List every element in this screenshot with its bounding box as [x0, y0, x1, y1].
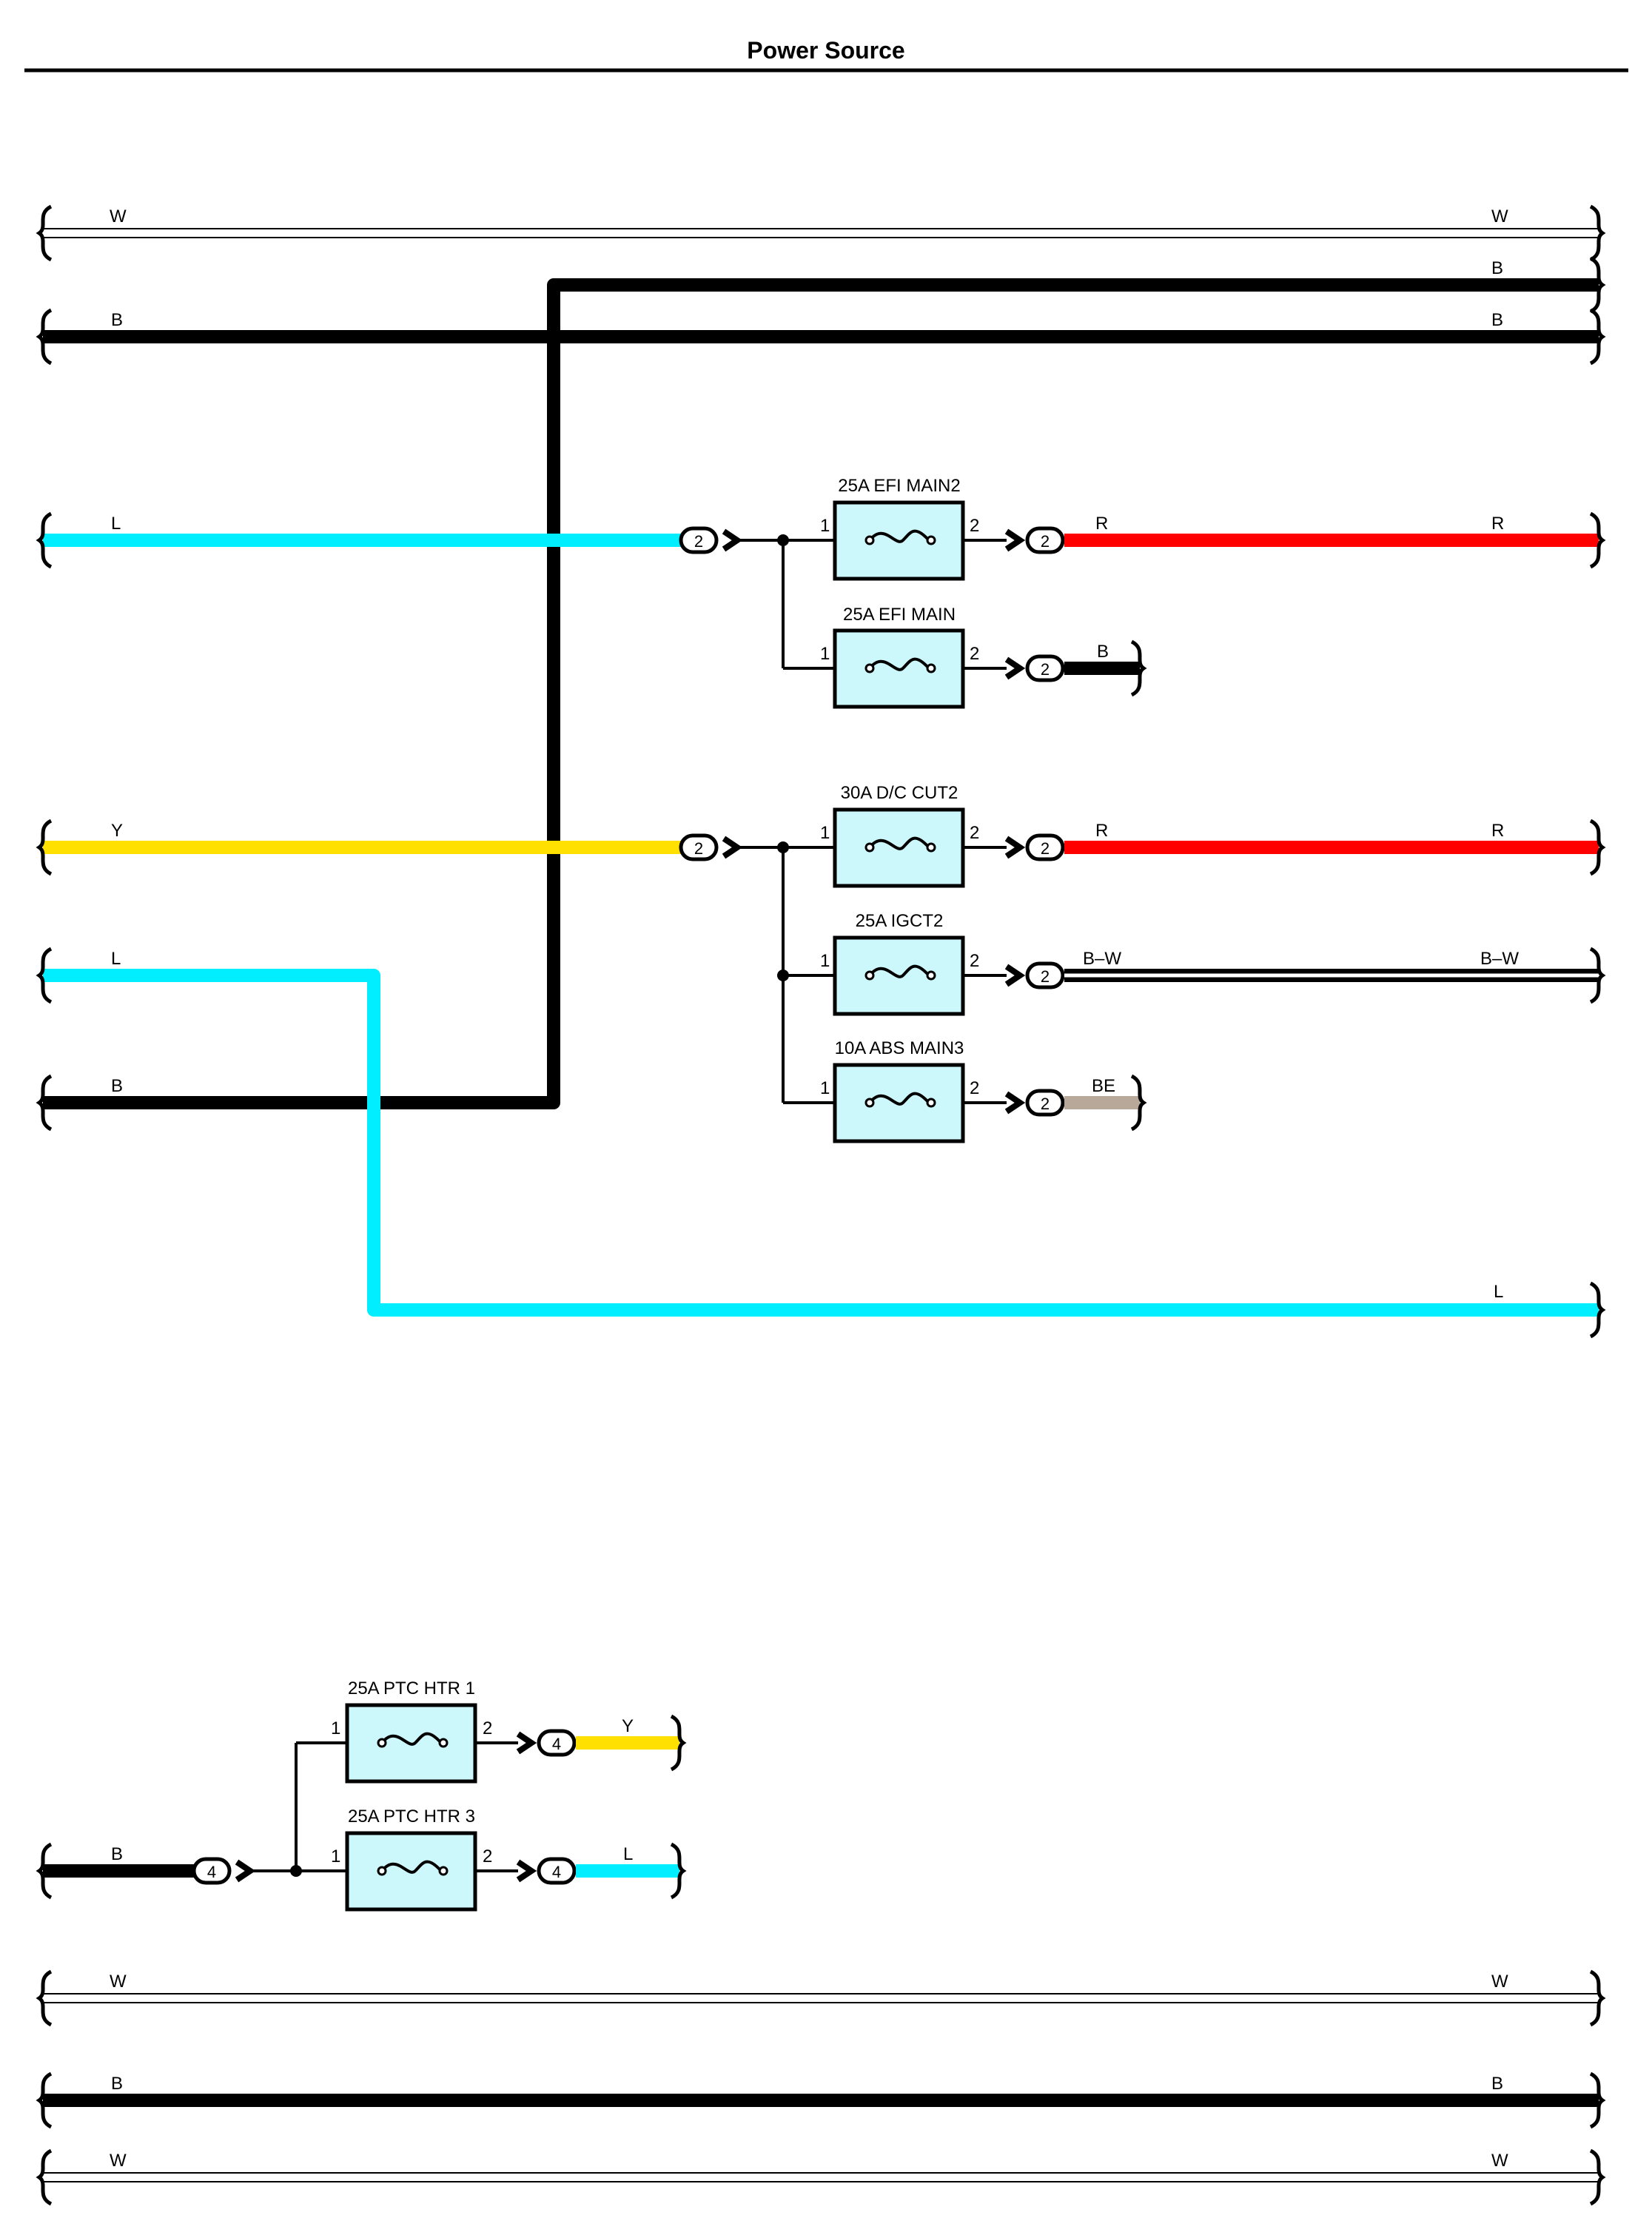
svg-text:2: 2 — [970, 951, 979, 971]
svg-text:4: 4 — [552, 1735, 561, 1753]
svg-text:2: 2 — [1041, 532, 1050, 551]
connector-r2-out: 2 — [1004, 833, 1065, 861]
page-title: Power Source — [747, 37, 905, 64]
svg-text:1: 1 — [820, 516, 830, 536]
svg-text:4: 4 — [207, 1863, 216, 1881]
wire-label: B — [111, 1844, 123, 1864]
wire-label: B — [1491, 258, 1503, 278]
svg-text:2: 2 — [483, 1718, 492, 1738]
wire-label: B — [1097, 642, 1109, 662]
connector-bw-out: 2 — [1004, 961, 1065, 989]
svg-text:2: 2 — [970, 644, 979, 664]
wire-label: B — [111, 1076, 123, 1096]
connector-ptcy-out: 4 — [516, 1729, 577, 1757]
wire-label: B — [111, 2074, 123, 2094]
fuse-ptc-htr1: 25A PTC HTR 1 1 2 — [331, 1678, 492, 1784]
fuse-abs-main3: 10A ABS MAIN3 1 2 — [820, 1038, 979, 1143]
wire-label: W — [110, 206, 127, 226]
connector-ptc-in: 4 — [192, 1857, 256, 1885]
wire-label: L — [111, 514, 121, 534]
wire-label: L — [1494, 1282, 1503, 1302]
svg-text:2: 2 — [1041, 967, 1050, 986]
wire-label: R — [1095, 514, 1108, 534]
wire-label: B — [1491, 310, 1503, 330]
svg-text:30A D/C CUT2: 30A D/C CUT2 — [841, 783, 958, 803]
wire-label: R — [1491, 514, 1504, 534]
wire-label: Y — [111, 821, 123, 841]
svg-text:25A EFI MAIN: 25A EFI MAIN — [843, 605, 956, 625]
wire-label: B — [111, 310, 123, 330]
svg-text:2: 2 — [1041, 660, 1050, 679]
svg-text:4: 4 — [552, 1863, 561, 1881]
wire-label: B–W — [1083, 949, 1121, 969]
wire-label: B–W — [1480, 949, 1519, 969]
fuse-ptc-htr3: 25A PTC HTR 3 1 2 — [331, 1807, 492, 1912]
fuse-efi-main: 25A EFI MAIN 1 2 — [820, 605, 979, 709]
svg-text:2: 2 — [970, 1078, 979, 1098]
wire-label: BE — [1092, 1076, 1115, 1096]
wire-label: W — [1491, 206, 1508, 226]
svg-text:25A IGCT2: 25A IGCT2 — [856, 911, 944, 931]
connector-be-out: 2 — [1004, 1089, 1065, 1117]
svg-text:2: 2 — [1041, 839, 1050, 858]
fuse-dc-cut2: 30A D/C CUT2 1 2 — [820, 783, 979, 888]
svg-text:2: 2 — [970, 516, 979, 536]
wire-label: L — [111, 949, 121, 969]
svg-text:10A ABS MAIN3: 10A ABS MAIN3 — [835, 1038, 964, 1058]
svg-text:1: 1 — [820, 644, 830, 664]
wire-label: Y — [622, 1716, 634, 1736]
svg-text:1: 1 — [820, 951, 830, 971]
svg-text:2: 2 — [483, 1846, 492, 1866]
connector-y-in: 2 — [679, 833, 743, 861]
connector-b-out: 2 — [1004, 654, 1065, 682]
svg-text:25A PTC HTR 1: 25A PTC HTR 1 — [348, 1678, 475, 1698]
connector-ptcl-out: 4 — [516, 1857, 577, 1885]
fuse-efi-main2: 25A EFI MAIN2 1 2 — [820, 476, 979, 581]
svg-text:1: 1 — [820, 823, 830, 843]
wire-label: R — [1491, 821, 1504, 841]
connector-l1-in: 2 — [679, 526, 743, 554]
svg-text:1: 1 — [331, 1846, 340, 1866]
wire-b-top-loop — [43, 278, 1599, 1109]
svg-text:1: 1 — [820, 1078, 830, 1098]
svg-text:1: 1 — [331, 1718, 340, 1738]
wire-label: W — [1491, 2151, 1508, 2171]
svg-text:2: 2 — [970, 823, 979, 843]
svg-text:2: 2 — [694, 839, 703, 858]
svg-text:2: 2 — [694, 532, 703, 551]
connector-r1-out: 2 — [1004, 526, 1065, 554]
svg-text:25A PTC HTR 3: 25A PTC HTR 3 — [348, 1807, 475, 1827]
wire-label: B — [1491, 2074, 1503, 2094]
wire-l2-long — [43, 969, 1599, 1317]
wire-label: L — [623, 1844, 633, 1864]
wire-label: W — [110, 2151, 127, 2171]
wire-label: W — [1491, 1972, 1508, 1992]
svg-text:25A EFI MAIN2: 25A EFI MAIN2 — [838, 476, 960, 496]
wire-label: R — [1095, 821, 1108, 841]
fuse-igct2: 25A IGCT2 1 2 — [820, 911, 979, 1016]
wire-label: W — [110, 1972, 127, 1992]
svg-text:2: 2 — [1041, 1095, 1050, 1113]
